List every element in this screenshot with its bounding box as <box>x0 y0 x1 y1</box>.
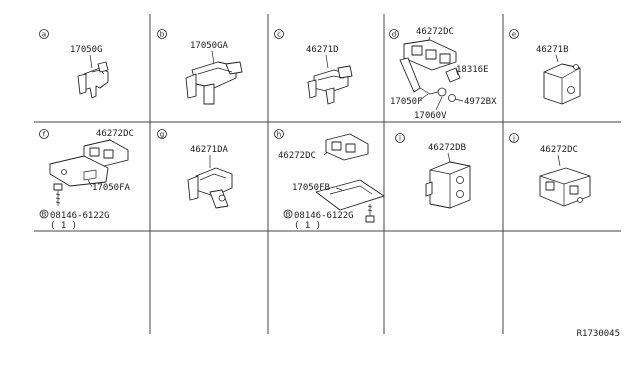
callout-letter-a-text: a <box>42 31 46 39</box>
bolt-part-number-f: 08146-6122G <box>50 211 110 221</box>
block-46272DB-illustration <box>425 161 471 209</box>
bracket-assembly-f-illustration <box>49 139 129 187</box>
cell-c: c 46271D <box>274 29 353 105</box>
callout-letter-i-text: i <box>399 135 401 143</box>
callout-letter-e <box>509 29 519 39</box>
clip-17050GA-illustration <box>185 61 243 105</box>
part-number-46272DC: 46272DC <box>416 27 454 37</box>
callout-letter-j <box>509 133 519 143</box>
part-number-46271D: 46271D <box>306 45 339 55</box>
callout-letter-f-text: f <box>43 131 46 139</box>
cell-h: h 46272DC 17050FB B 08146-6122G ( 1 ) <box>274 129 385 231</box>
callout-letter-g-text: g <box>160 131 164 139</box>
bolt-part-number-h: 08146-6122G <box>294 211 354 221</box>
bolt-f-illustration <box>53 183 63 206</box>
clip-46271D-illustration <box>307 65 353 105</box>
part-number-18316E: 18316E <box>456 65 489 75</box>
callout-letter-e-text: e <box>512 31 516 39</box>
cell-f: f 46272DC 17050FA B 08146-6122G ( 1 ) <box>39 129 134 231</box>
part-number-17050GA: 17050GA <box>190 41 229 51</box>
cell-b: b 17050GA <box>157 29 243 105</box>
cell-g: g 46271DA <box>157 129 233 209</box>
callout-letter-g <box>157 129 167 139</box>
part-number-46272DC-h: 46272DC <box>278 151 316 161</box>
bracket-assembly-h-illustration <box>315 133 385 211</box>
part-number-17050FA: 17050FA <box>92 183 131 193</box>
callout-letter-c-text: c <box>277 31 281 39</box>
callout-letter-b-text: b <box>160 31 165 39</box>
cell-a: a 17050G <box>39 29 109 99</box>
bracket-assembly-d-illustration <box>399 39 461 102</box>
block-46272DC-j-illustration <box>539 167 591 207</box>
part-number-46272DC-j: 46272DC <box>540 145 578 155</box>
bolt-quantity-h: ( 1 ) <box>294 221 321 231</box>
bolt-prefix-icon-f <box>39 209 49 219</box>
bolt-prefix-f: B <box>42 211 47 219</box>
bolt-quantity-f: ( 1 ) <box>50 221 77 231</box>
callout-letter-h <box>274 129 284 139</box>
grid-lines <box>34 14 621 334</box>
part-number-46272DB: 46272DB <box>428 143 466 153</box>
cell-d: d 46272DC 18316E 17050F 4972BX 17060V <box>389 27 497 121</box>
part-number-46271B: 46271B <box>536 45 569 55</box>
part-number-17050F: 17050F <box>390 97 423 107</box>
callout-letter-c <box>274 29 284 39</box>
cell-i: i 46272DB <box>395 133 471 209</box>
part-number-17060V: 17060V <box>414 111 447 121</box>
part-number-4972BX: 4972BX <box>464 97 497 107</box>
bolt-prefix-h: B <box>286 211 291 219</box>
block-46271B-illustration <box>543 63 581 105</box>
callout-letter-h-text: h <box>277 131 281 139</box>
callout-letter-b <box>157 29 167 39</box>
cell-j: j 46272DC <box>509 133 591 207</box>
callout-letter-a <box>39 29 49 39</box>
callout-letter-d <box>389 29 399 39</box>
callout-letter-j-text: j <box>512 135 515 143</box>
part-number-46271DA: 46271DA <box>190 145 229 155</box>
bolt-prefix-icon-h <box>283 209 293 219</box>
part-number-46272DC-f: 46272DC <box>96 129 134 139</box>
callout-letter-i <box>395 133 405 143</box>
cell-e: e 46271B <box>509 29 581 105</box>
bolt-h-illustration <box>365 204 375 223</box>
reference-code: R1730045 <box>577 329 620 339</box>
callout-letter-f <box>39 129 49 139</box>
clip-17050G-illustration <box>77 61 109 99</box>
part-number-17050FB: 17050FB <box>292 183 330 193</box>
clip-46271DA-illustration <box>187 167 233 209</box>
callout-letter-d-text: d <box>392 31 396 39</box>
part-number-17050G: 17050G <box>70 45 103 55</box>
